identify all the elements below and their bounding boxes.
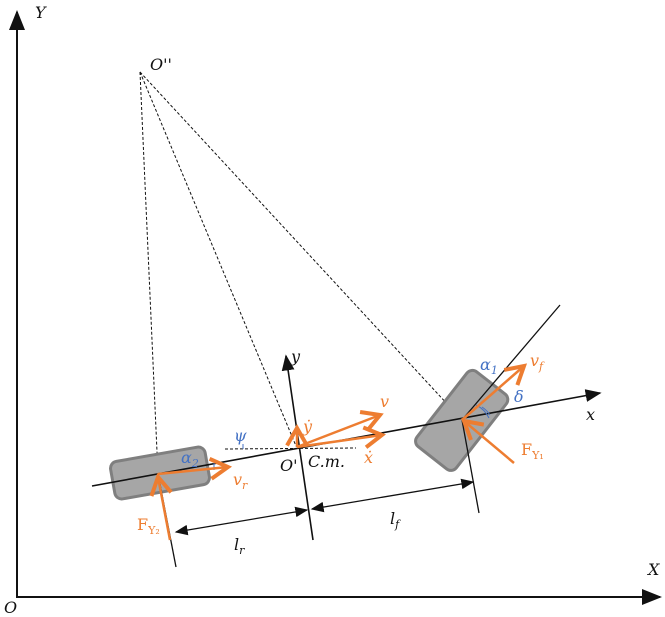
FY2-label: FY₂	[137, 515, 160, 537]
v-label: v	[380, 392, 389, 411]
origin-label: O	[4, 598, 17, 617]
ydot-label: ẏ	[302, 417, 313, 436]
vf-label: vf	[530, 351, 545, 373]
lr-label: lr	[234, 535, 245, 557]
instant-center-label: O''	[150, 55, 172, 74]
global-axes: Y X O	[4, 3, 662, 617]
velocity-force-vectors	[149, 363, 528, 541]
psi-label: ψ	[234, 426, 247, 445]
alpha2-label: α2	[181, 448, 199, 470]
instant-center-lines	[139, 71, 463, 475]
FY1-label: FY₁	[521, 440, 544, 462]
X-axis-label: X	[646, 560, 660, 579]
vr-label: vr	[233, 470, 248, 492]
y-axis-label: y	[290, 347, 301, 366]
delta-label: δ	[514, 387, 524, 406]
center-of-mass-label: C.m.	[308, 452, 345, 471]
cg-origin-label: O'	[280, 456, 298, 475]
xdot-label: ẋ	[364, 448, 373, 467]
Y-axis-label: Y	[35, 3, 47, 22]
lf-label: lf	[390, 509, 401, 531]
alpha1-label: α1	[480, 355, 498, 377]
x-axis-label: x	[586, 405, 595, 424]
